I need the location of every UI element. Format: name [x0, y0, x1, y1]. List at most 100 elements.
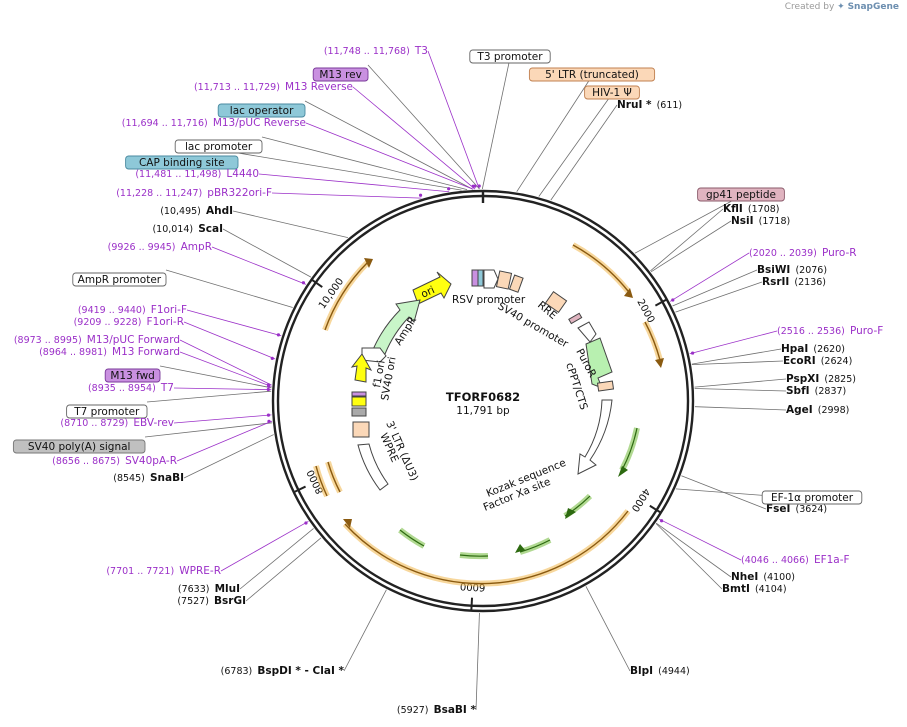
label-text: (4046 .. 4066) EF1a-F: [741, 548, 850, 567]
feature-label-scai[interactable]: (10,014) ScaI: [152, 217, 223, 236]
feature-label-lacprom[interactable]: lac promoter: [174, 139, 263, 154]
feature-label-fsei[interactable]: FseI (3624): [766, 497, 827, 516]
label-text: (2020 .. 2039) Puro-R: [749, 241, 857, 260]
label-range: (4104): [755, 584, 787, 595]
feature-label-ahdi[interactable]: (10,495) AhdI: [160, 199, 233, 218]
feature-label-ef1af[interactable]: (4046 .. 4066) EF1a-F: [741, 548, 850, 567]
primer-mark: [266, 413, 271, 417]
feature-label-purof[interactable]: (2516 .. 2536) Puro-F: [777, 319, 883, 338]
label-range: (11,713 .. 11,729): [194, 82, 280, 93]
feature-label-nrui[interactable]: NruI * (611): [617, 93, 682, 112]
feature-label-nsii[interactable]: NsiI (1718): [731, 209, 790, 228]
leader-line: [304, 100, 473, 190]
feature-sv40pa: [351, 407, 367, 417]
feature-label-t3prom[interactable]: T3 promoter: [469, 49, 551, 64]
leader-line: [656, 522, 732, 578]
feature-label-sbfi[interactable]: SbfI (2837): [786, 379, 846, 398]
feature-label-pbr[interactable]: (11,228 .. 11,247) pBR322ori-F: [116, 181, 272, 200]
feature-label-nhei[interactable]: NheI (4100): [731, 565, 795, 584]
feature-label-ampprom[interactable]: AmpR promoter: [72, 272, 167, 287]
feature-label-t7prom[interactable]: T7 promoter: [66, 404, 148, 419]
feature-label-bmti[interactable]: BmtI (4104): [722, 577, 787, 596]
feature-label-bsrgi[interactable]: (7527) BsrGI: [177, 589, 246, 608]
feature-box-label: HIV-1 Ψ: [592, 87, 632, 99]
label-range: (11,694 .. 11,716): [122, 118, 208, 129]
ruler-tick-label: 2000: [634, 297, 656, 325]
feature-label-sv40par[interactable]: (8656 .. 8675) SV40pA-R: [52, 449, 177, 468]
primer-mark: [266, 384, 271, 388]
feature-label-m13f[interactable]: (8964 .. 8981) M13 Forward: [39, 340, 180, 359]
leader-line: [694, 378, 787, 388]
feature-label-m13pucf[interactable]: (8973 .. 8995) M13/pUC Forward: [14, 328, 180, 347]
label-text: (8935 .. 8954) T7: [88, 376, 174, 395]
label-text: FseI (3624): [766, 497, 827, 516]
feature-label-t7[interactable]: (8935 .. 8954) T7: [88, 376, 174, 395]
feature-label-ltr5[interactable]: 5' LTR (truncated): [528, 67, 656, 82]
label-text: (7633) MluI: [178, 577, 240, 596]
feature-ori: [412, 271, 452, 305]
leader-line: [144, 422, 273, 438]
feature-label-l4440[interactable]: (11,481 .. 11,498) L4440: [135, 162, 259, 181]
label-text: BsiWI (2076): [757, 258, 827, 277]
label-name: BsrGI: [214, 595, 246, 607]
feature-label-puror[interactable]: (2020 .. 2039) Puro-R: [749, 241, 857, 260]
feature-label-bsiwi[interactable]: BsiWI (2076): [757, 258, 827, 277]
label-text: (11,713 .. 11,729) M13 Reverse: [194, 75, 353, 94]
leader-line: [689, 330, 778, 355]
label-text: NsiI (1718): [731, 209, 790, 228]
feature-label-mlui[interactable]: (7633) MluI: [178, 577, 240, 596]
feature-label-hiv[interactable]: HIV-1 Ψ: [584, 85, 640, 100]
feature-label-hpai[interactable]: HpaI (2620): [781, 337, 845, 356]
feature-label-m13puc[interactable]: (11,694 .. 11,716) M13/pUC Reverse: [122, 111, 306, 130]
label-text: HpaI (2620): [781, 337, 845, 356]
orf-arc-left-2-line: [327, 461, 341, 493]
leader-line: [186, 309, 282, 337]
feature-label-rsrii[interactable]: RsrII (2136): [762, 270, 826, 289]
green-arrowhead-1: [618, 466, 628, 477]
feature-label-gp41[interactable]: gp41 peptide: [697, 187, 785, 202]
feature-label-ecori[interactable]: EcoRI (2624): [783, 349, 852, 368]
leader-line: [650, 208, 724, 272]
feature-sv40ori-purple: [351, 391, 367, 397]
feature-box: [312, 67, 369, 82]
feature-label-ef1prom[interactable]: EF-1α promoter: [761, 490, 863, 505]
label-name: NsiI: [731, 215, 754, 227]
plasmid-name: TFORF0682: [446, 390, 520, 404]
feature-label-f1orir[interactable]: (9209 .. 9228) F1ori-R: [74, 310, 184, 329]
feature-label-bspdi[interactable]: (6783) BspDI * - ClaI *: [221, 659, 345, 678]
feature-rsv-1: [471, 269, 479, 287]
label-text: (9209 .. 9228) F1ori-R: [74, 310, 184, 329]
label-name: Puro-F: [850, 325, 883, 337]
feature-label-agei[interactable]: AgeI (2998): [786, 398, 849, 417]
orf-arrowhead-4: [364, 258, 373, 268]
feature-label-ebv[interactable]: (8710 .. 8729) EBV-rev: [60, 411, 174, 430]
leader-line: [165, 269, 293, 308]
label-range: (4944): [658, 666, 690, 677]
inner-features: [350, 269, 615, 491]
green-arrow-5-line: [399, 529, 425, 547]
feature-label-sv40pa[interactable]: SV40 poly(A) signal: [12, 439, 146, 454]
feature-box: [72, 272, 167, 287]
leader-line: [176, 420, 273, 462]
leader-line: [694, 388, 787, 392]
feature-label-kfli[interactable]: KflI (1708): [723, 197, 780, 216]
feature-label-pspxi[interactable]: PspXI (2825): [786, 367, 856, 386]
leader-line: [658, 518, 742, 561]
feature-label-lacop[interactable]: lac operator: [217, 103, 306, 118]
feature-label-blpi[interactable]: BlpI (4944): [630, 659, 690, 678]
feature-label-f1orif[interactable]: (9419 .. 9440) F1ori-F: [78, 298, 187, 317]
feature-label-m13fwd[interactable]: M13 fwd: [104, 368, 161, 383]
feature-label-bsabi[interactable]: (5927) BsaBI *: [397, 698, 477, 717]
leader-line: [691, 360, 784, 366]
label-name: AhdI: [206, 205, 233, 217]
feature-label-m13rev[interactable]: M13 rev: [312, 67, 369, 82]
feature-box-label: gp41 peptide: [706, 189, 776, 201]
feature-label-ampr[interactable]: (9926 .. 9945) AmpR: [108, 235, 212, 254]
feature-label-m13reverse[interactable]: (11,713 .. 11,729) M13 Reverse: [194, 75, 353, 94]
leader-line: [550, 104, 618, 201]
feature-label-snabi[interactable]: (8545) SnaBI: [113, 466, 184, 485]
feature-label-cap[interactable]: CAP binding site: [125, 155, 239, 170]
feature-label-t3[interactable]: (11,748 .. 11,768) T3: [324, 39, 428, 58]
feature-label-wprer[interactable]: (7701 .. 7721) WPRE-R: [106, 559, 221, 578]
